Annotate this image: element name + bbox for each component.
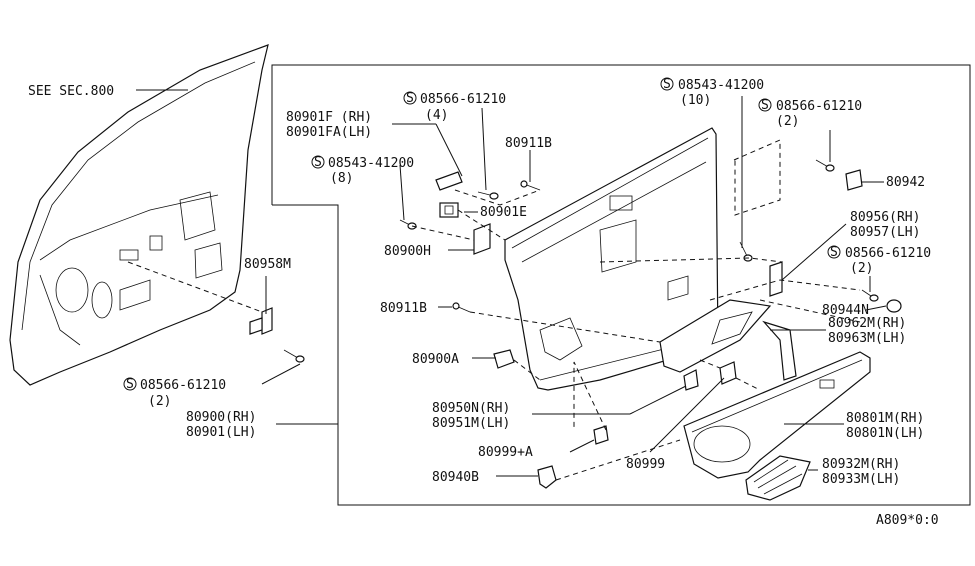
label-qty-4: (4) bbox=[425, 108, 448, 123]
screw-08566-2b bbox=[861, 289, 879, 302]
screw-symbol: S bbox=[761, 98, 769, 113]
label-80942: 80942 bbox=[886, 175, 925, 190]
label-qty-10: (10) bbox=[680, 93, 711, 108]
label-80901f: 80901F (RH) bbox=[286, 110, 372, 125]
label-80900a: 80900A bbox=[412, 352, 459, 367]
label-08566-2a: 08566-61210 bbox=[776, 99, 862, 114]
clip-80901e bbox=[439, 202, 459, 218]
clip-80999 bbox=[719, 361, 737, 385]
label-80999a: 80999+A bbox=[478, 445, 533, 460]
label-80932m: 80932M(RH) bbox=[822, 457, 900, 472]
label-80956: 80956(RH) bbox=[850, 210, 920, 225]
door-shell bbox=[9, 44, 269, 386]
clip-80958m bbox=[249, 307, 273, 335]
label-qty-2b: (2) bbox=[850, 261, 873, 276]
label-80900-rh: 80900(RH) bbox=[186, 410, 256, 425]
label-80958m: 80958M bbox=[244, 257, 291, 272]
label-80940b: 80940B bbox=[432, 470, 479, 485]
label-08566-4: 08566-61210 bbox=[420, 92, 506, 107]
label-80901e: 80901E bbox=[480, 205, 527, 220]
bracket-80956 bbox=[769, 261, 783, 297]
screw-08566-2a bbox=[815, 159, 835, 172]
label-80957: 80957(LH) bbox=[850, 225, 920, 240]
label-80963m: 80963M(LH) bbox=[828, 331, 906, 346]
clip-80999a bbox=[593, 425, 609, 445]
leader-lines bbox=[136, 89, 887, 477]
clip-80950n bbox=[683, 369, 699, 391]
bracket-80901f bbox=[435, 171, 463, 191]
grille-80932m bbox=[745, 455, 811, 501]
clip-80942 bbox=[845, 169, 863, 191]
label-08543-8: 08543-41200 bbox=[328, 156, 414, 171]
screw-symbol: S bbox=[406, 91, 414, 106]
clip-80944n bbox=[886, 299, 902, 313]
screw-symbol: S bbox=[830, 245, 838, 260]
label-80950n: 80950N(RH) bbox=[432, 401, 510, 416]
screw-symbol: S bbox=[663, 77, 671, 92]
label-80933m: 80933M(LH) bbox=[822, 472, 900, 487]
label-80900h: 80900H bbox=[384, 244, 431, 259]
label-80951m: 80951M(LH) bbox=[432, 416, 510, 431]
label-08566-2c: 08566-61210 bbox=[140, 378, 226, 393]
label-qty-2a: (2) bbox=[776, 114, 799, 129]
screw-08566-4 bbox=[477, 191, 499, 200]
screw-symbol: S bbox=[126, 377, 134, 392]
label-80911b-top: 80911B bbox=[505, 136, 552, 151]
part-80900h bbox=[473, 223, 491, 255]
label-08566-2b: 08566-61210 bbox=[845, 246, 931, 261]
clip-80900a bbox=[493, 349, 515, 369]
assembly-dashes bbox=[127, 139, 861, 481]
screw-lower-left bbox=[283, 349, 305, 363]
label-80962m: 80962M(RH) bbox=[828, 316, 906, 331]
door-trim-panel bbox=[504, 127, 719, 391]
clip-80940b bbox=[537, 465, 557, 489]
armrest-80801m bbox=[683, 351, 871, 479]
screw-80911b-top bbox=[520, 180, 541, 191]
assembly-frame bbox=[271, 64, 971, 506]
label-80944n: 80944N bbox=[822, 303, 869, 318]
screw-symbol: S bbox=[314, 155, 322, 170]
part-labels: SEE SEC.800 08566-61210 (4) 80901F (RH) … bbox=[28, 78, 939, 528]
label-80801m: 80801M(RH) bbox=[846, 411, 924, 426]
label-80801n: 80801N(LH) bbox=[846, 426, 924, 441]
label-qty-2c: (2) bbox=[148, 394, 171, 409]
label-80911b-left: 80911B bbox=[380, 301, 427, 316]
label-80901-lh: 80901(LH) bbox=[186, 425, 256, 440]
screw-symbols: S S S S S S bbox=[123, 77, 841, 392]
label-see-sec: SEE SEC.800 bbox=[28, 84, 114, 99]
label-qty-8: (8) bbox=[330, 171, 353, 186]
label-80999: 80999 bbox=[626, 457, 665, 472]
label-08543-10: 08543-41200 bbox=[678, 78, 764, 93]
screw-08543-8 bbox=[399, 219, 417, 230]
handle-80962m bbox=[659, 299, 797, 381]
label-80901fa: 80901FA(LH) bbox=[286, 125, 372, 140]
screw-80911b-left bbox=[452, 302, 471, 313]
footer-code: A809*0:0 bbox=[876, 513, 939, 528]
